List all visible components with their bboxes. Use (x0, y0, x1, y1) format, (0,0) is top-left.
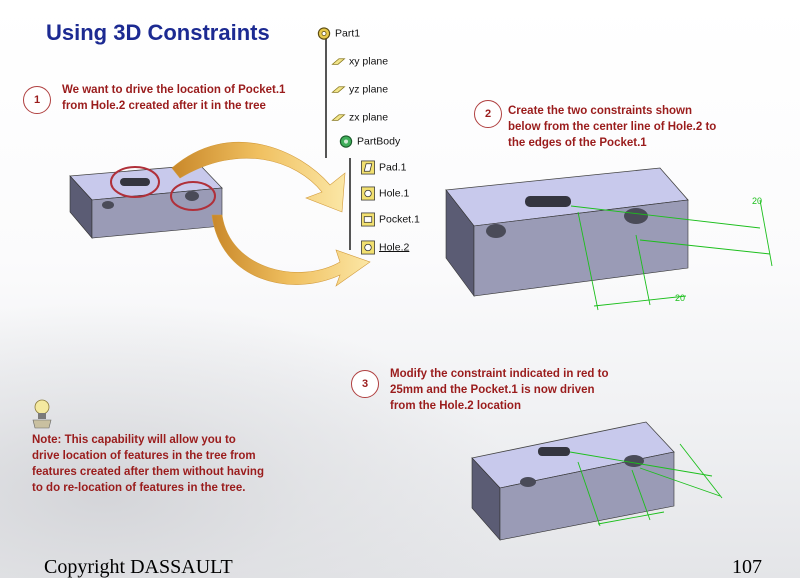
pocket-highlight-circle (110, 166, 160, 198)
hole-2 (624, 208, 648, 224)
part-front-face (499, 451, 675, 541)
plane-icon (331, 58, 346, 65)
step-2-badge: 2 (474, 100, 502, 128)
tree-item-hole2[interactable]: Hole.2 (360, 240, 409, 256)
arrow-pocket-to-tree (171, 142, 346, 213)
hole-icon (361, 186, 375, 201)
tree-item-part1[interactable]: Part1 (316, 26, 360, 42)
step-2-text: Create the two constraints shown below f… (508, 103, 716, 151)
dimension-label: 20 (675, 293, 685, 303)
slide-title: Using 3D Constraints (46, 20, 270, 45)
plane-icon (331, 114, 346, 121)
step-3-badge: 3 (351, 370, 379, 398)
step-3-text: Modify the constraint indicated in red t… (390, 366, 609, 414)
tree-item-partbody[interactable]: PartBody (338, 134, 400, 150)
step-2-line: below from the center line of Hole.2 to (508, 121, 717, 133)
tree-connector (325, 38, 327, 158)
arrow-hole-to-tree (211, 214, 371, 287)
part-front-face (473, 199, 689, 297)
part-driven-result (471, 421, 723, 541)
pocket-1-slot (120, 178, 150, 186)
tree-item-label: Pocket.1 (379, 213, 420, 226)
step-3-line: 25mm and the Pocket.1 is now driven (390, 384, 595, 396)
pocket-icon (361, 212, 375, 227)
part-with-constraints: 20 20 (445, 167, 773, 311)
note-line: to do re-location of features in the tre… (32, 482, 246, 494)
lightbulb-icon (32, 399, 52, 429)
dimension-label: 20 (752, 196, 762, 206)
step-3-line: Modify the constraint indicated in red t… (390, 368, 609, 380)
step-1-text: We want to drive the location of Pocket.… (62, 82, 285, 114)
background-haze (0, 300, 520, 578)
tree-item-label: Hole.1 (379, 187, 410, 200)
step-1-line: from Hole.2 created after it in the tree (62, 100, 266, 112)
hole-icon (361, 240, 375, 255)
pad-icon (361, 160, 375, 175)
tree-item-label: zx plane (349, 111, 389, 124)
copyright: Copyright DASSAULT (44, 556, 233, 578)
pocket-1-slot (538, 447, 570, 456)
specification-tree: Part1 xy plane yz plane zx plane PartBod… (316, 18, 426, 268)
tree-item-pad1[interactable]: Pad.1 (360, 160, 406, 176)
step-1-badge: 1 (23, 86, 51, 114)
tree-item-hole1[interactable]: Hole.1 (360, 186, 409, 202)
tree-item-pocket1[interactable]: Pocket.1 (360, 212, 420, 228)
hole-highlight-circle (170, 181, 216, 211)
body-gear-icon (339, 135, 353, 148)
note-line: Note: This capability will allow you to (32, 434, 236, 446)
step-3-line: from the Hole.2 location (390, 400, 521, 412)
step-2-line: Create the two constraints shown (508, 105, 693, 117)
note-line: features created after them without havi… (32, 466, 264, 478)
tree-item-yz-plane[interactable]: yz plane (330, 82, 388, 98)
part-gear-icon (317, 27, 331, 40)
note-text: Note: This capability will allow you to … (32, 432, 264, 496)
note-line: drive location of features in the tree f… (32, 450, 256, 462)
tree-connector (349, 158, 351, 250)
tree-item-label: xy plane (349, 55, 389, 68)
step-2-line: the edges of the Pocket.1 (508, 137, 647, 149)
tree-item-label: PartBody (357, 135, 401, 148)
step-1-line: We want to drive the location of Pocket.… (62, 84, 286, 96)
constraint-lines (569, 443, 723, 527)
constraint-lines (570, 199, 773, 311)
tree-item-label: Pad.1 (379, 161, 407, 174)
tree-item-zx-plane[interactable]: zx plane (330, 110, 388, 126)
pocket-1-slot (525, 196, 571, 207)
hole-1 (102, 201, 114, 209)
plane-icon (331, 86, 346, 93)
tree-item-label: yz plane (349, 83, 389, 96)
hole-1 (486, 224, 506, 238)
tree-item-xy-plane[interactable]: xy plane (330, 54, 388, 70)
hole-2 (624, 455, 644, 467)
tree-item-label: Hole.2 (379, 241, 410, 254)
hole-2 (185, 191, 199, 201)
tree-item-label: Part1 (335, 27, 361, 40)
hole-1 (520, 477, 536, 487)
part-original (69, 164, 223, 239)
page-number: 107 (732, 556, 762, 578)
